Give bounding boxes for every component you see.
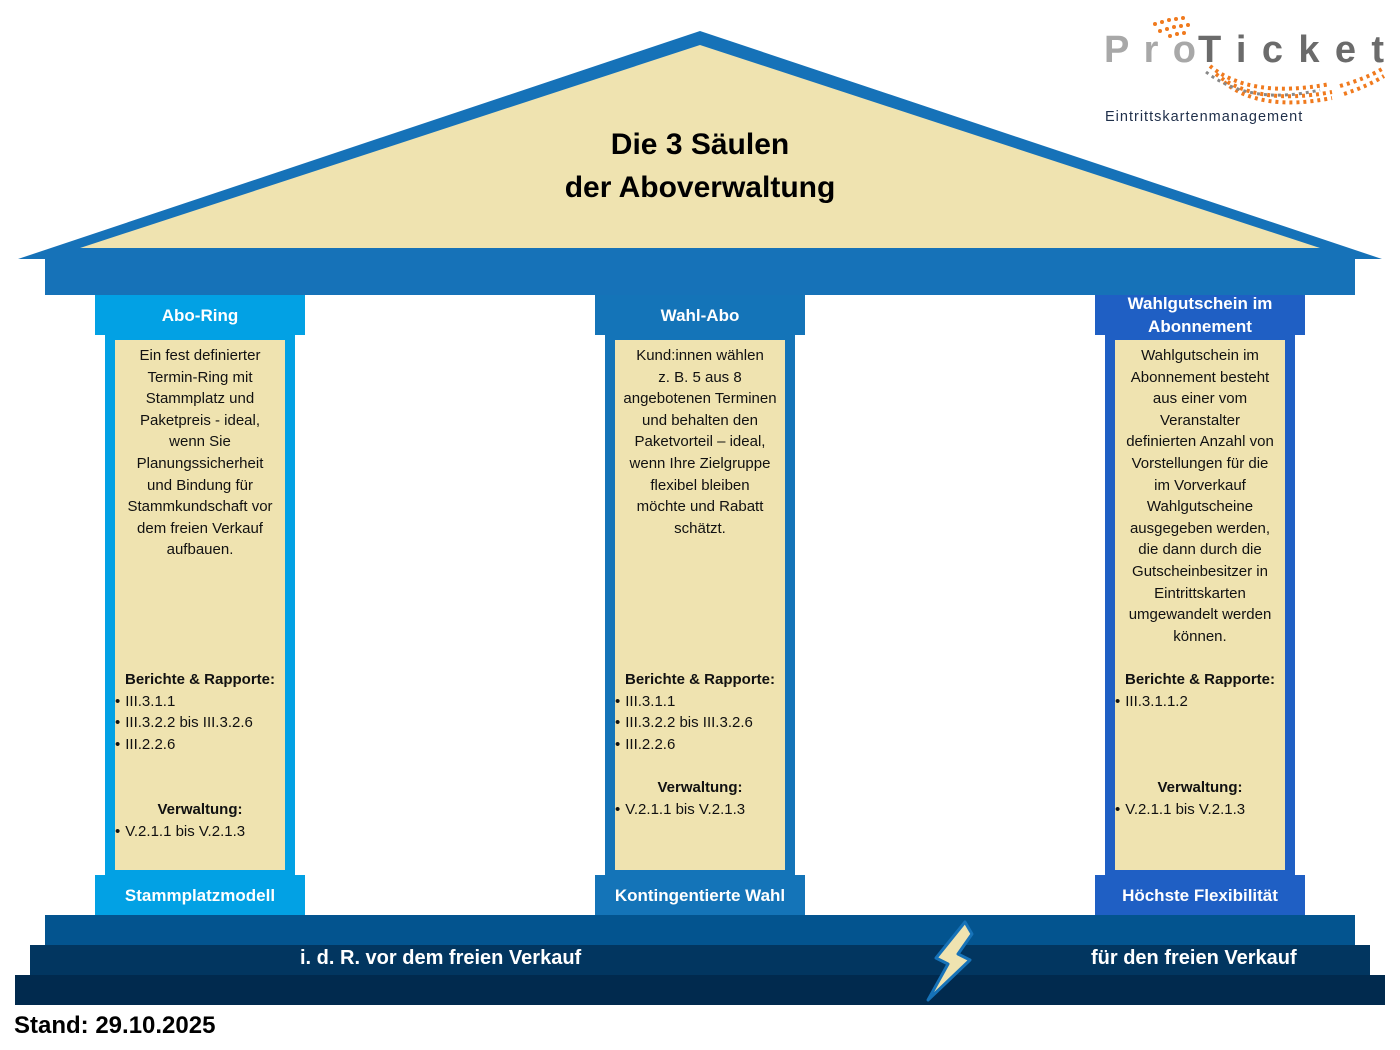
report-item: III.3.2.2 bis III.3.2.6 <box>615 712 753 734</box>
desc-line: Abonnement besteht <box>1130 368 1270 386</box>
desc-line: schätzt. <box>674 519 726 537</box>
column-description: Wahlgutschein im Abonnement besteht aus ei… <box>1115 345 1285 647</box>
diagram-title: Die 3 Säulen der Aboverwaltung <box>450 123 950 209</box>
desc-line: umgewandelt werden <box>1128 606 1272 624</box>
desc-line: Vorstellungen für die <box>1131 454 1269 472</box>
desc-line: die dann durch die <box>1138 541 1262 559</box>
roof <box>18 31 1382 259</box>
desc-line: und Bindung für <box>147 476 253 494</box>
column-wahlgutschein: Wahlgutschein im Abonnement besteht aus ei… <box>1105 335 1295 875</box>
base-step-1 <box>45 915 1355 945</box>
base-label-left: i. d. R. vor dem freien Verkauf <box>300 947 582 969</box>
desc-line: wenn Sie <box>169 433 231 451</box>
desc-line: wenn Ihre Zielgruppe <box>629 454 771 472</box>
svg-text:Pro: Pro <box>1104 29 1196 71</box>
desc-line: Eintrittskarten <box>1154 584 1246 602</box>
reports-heading: Berichte & Rapporte: <box>1124 671 1276 688</box>
column-body: Wahlgutschein im Abonnement besteht aus ei… <box>1115 340 1285 870</box>
desc-line: Wahlgutscheine <box>1146 498 1254 516</box>
column-header-wahl-abo: Wahl-Abo <box>595 295 805 335</box>
column-footer-stammplatzmodell: Stammplatzmodell <box>95 875 305 915</box>
svg-text:Ticket: Ticket <box>1198 29 1384 71</box>
base-step-3 <box>15 975 1385 1005</box>
desc-line: aufbauen. <box>166 541 234 559</box>
base-label-right: für den freien Verkauf <box>1091 947 1297 969</box>
title-line-2: der Aboverwaltung <box>564 171 836 204</box>
desc-line: flexibel bleiben <box>650 476 750 494</box>
report-item: III.2.2.6 <box>615 734 675 756</box>
admin-item: V.2.1.1 bis V.2.1.3 <box>1115 799 1245 821</box>
column-footer-kontingentierte-wahl: Kontingentierte Wahl <box>595 875 805 915</box>
report-item: III.3.1.1.2 <box>1115 691 1188 713</box>
desc-line: Ein fest definierter <box>139 347 261 364</box>
desc-line: Paketvorteil – ideal, <box>634 433 766 451</box>
desc-line: im Vorverkauf <box>1154 476 1246 494</box>
report-item: III.3.1.1 <box>615 691 675 713</box>
desc-line: können. <box>1173 627 1227 645</box>
desc-line: Termin-Ring mit <box>147 368 253 386</box>
column-header-abo-ring: Abo-Ring <box>95 295 305 335</box>
report-item: III.3.2.2 bis III.3.2.6 <box>115 712 253 734</box>
column-body: Kund:innen wählen z. B. 5 aus 8 angebotene… <box>615 340 785 870</box>
roof-eave <box>45 258 1355 295</box>
logo-graphic: Pro Ticket <box>1104 16 1386 105</box>
report-item: III.3.1.1 <box>115 691 175 713</box>
admin-heading: Verwaltung: <box>657 779 743 796</box>
report-item: III.2.2.6 <box>115 734 175 756</box>
proticket-logo: Pro Ticket Eintrittskartenmanagement <box>1100 14 1390 125</box>
desc-line: definierten Anzahl von <box>1126 433 1274 451</box>
desc-line: Wahlgutschein im <box>1141 347 1259 364</box>
desc-line: aus einer vom <box>1152 390 1248 408</box>
desc-line: Kund:innen wählen <box>636 347 764 364</box>
admin-heading: Verwaltung: <box>157 801 243 818</box>
admin-heading: Verwaltung: <box>1157 779 1243 796</box>
desc-line: angebotenen Terminen <box>623 390 777 408</box>
lightning-icon <box>926 920 974 1002</box>
column-description: Kund:innen wählen z. B. 5 aus 8 angebotene… <box>615 345 785 539</box>
base-step-2 <box>30 945 1370 975</box>
admin-item: V.2.1.1 bis V.2.1.3 <box>115 821 245 843</box>
column-header-wahlgutschein: Wahlgutschein im Abonnement <box>1095 294 1305 336</box>
column-wahl-abo: Kund:innen wählen z. B. 5 aus 8 angebotene… <box>605 335 795 875</box>
desc-line: dem freien Verkauf <box>137 519 263 537</box>
title-line-1: Die 3 Säulen <box>610 128 790 161</box>
admin-item: V.2.1.1 bis V.2.1.3 <box>615 799 745 821</box>
desc-line: ausgegeben werden, <box>1129 519 1271 537</box>
desc-line: Veranstalter <box>1159 411 1241 429</box>
desc-line: und behalten den <box>642 411 758 429</box>
desc-line: möchte und Rabatt <box>636 498 764 516</box>
logo-tagline: Eintrittskartenmanagement <box>1105 109 1304 125</box>
desc-line: Paketpreis - ideal, <box>139 411 261 429</box>
desc-line: Stammkundschaft vor <box>127 498 273 516</box>
stand-date: Stand: 29.10.2025 <box>14 1012 216 1039</box>
desc-line: Stammplatz und <box>145 390 255 408</box>
desc-line: z. B. 5 aus 8 <box>658 368 742 386</box>
reports-heading: Berichte & Rapporte: <box>124 671 276 688</box>
desc-line: Planungssicherheit <box>136 454 264 472</box>
desc-line: Gutscheinbesitzer in <box>1132 562 1268 580</box>
reports-heading: Berichte & Rapporte: <box>624 671 776 688</box>
column-footer-hoechste-flexibilitaet: Höchste Flexibilität <box>1095 875 1305 915</box>
